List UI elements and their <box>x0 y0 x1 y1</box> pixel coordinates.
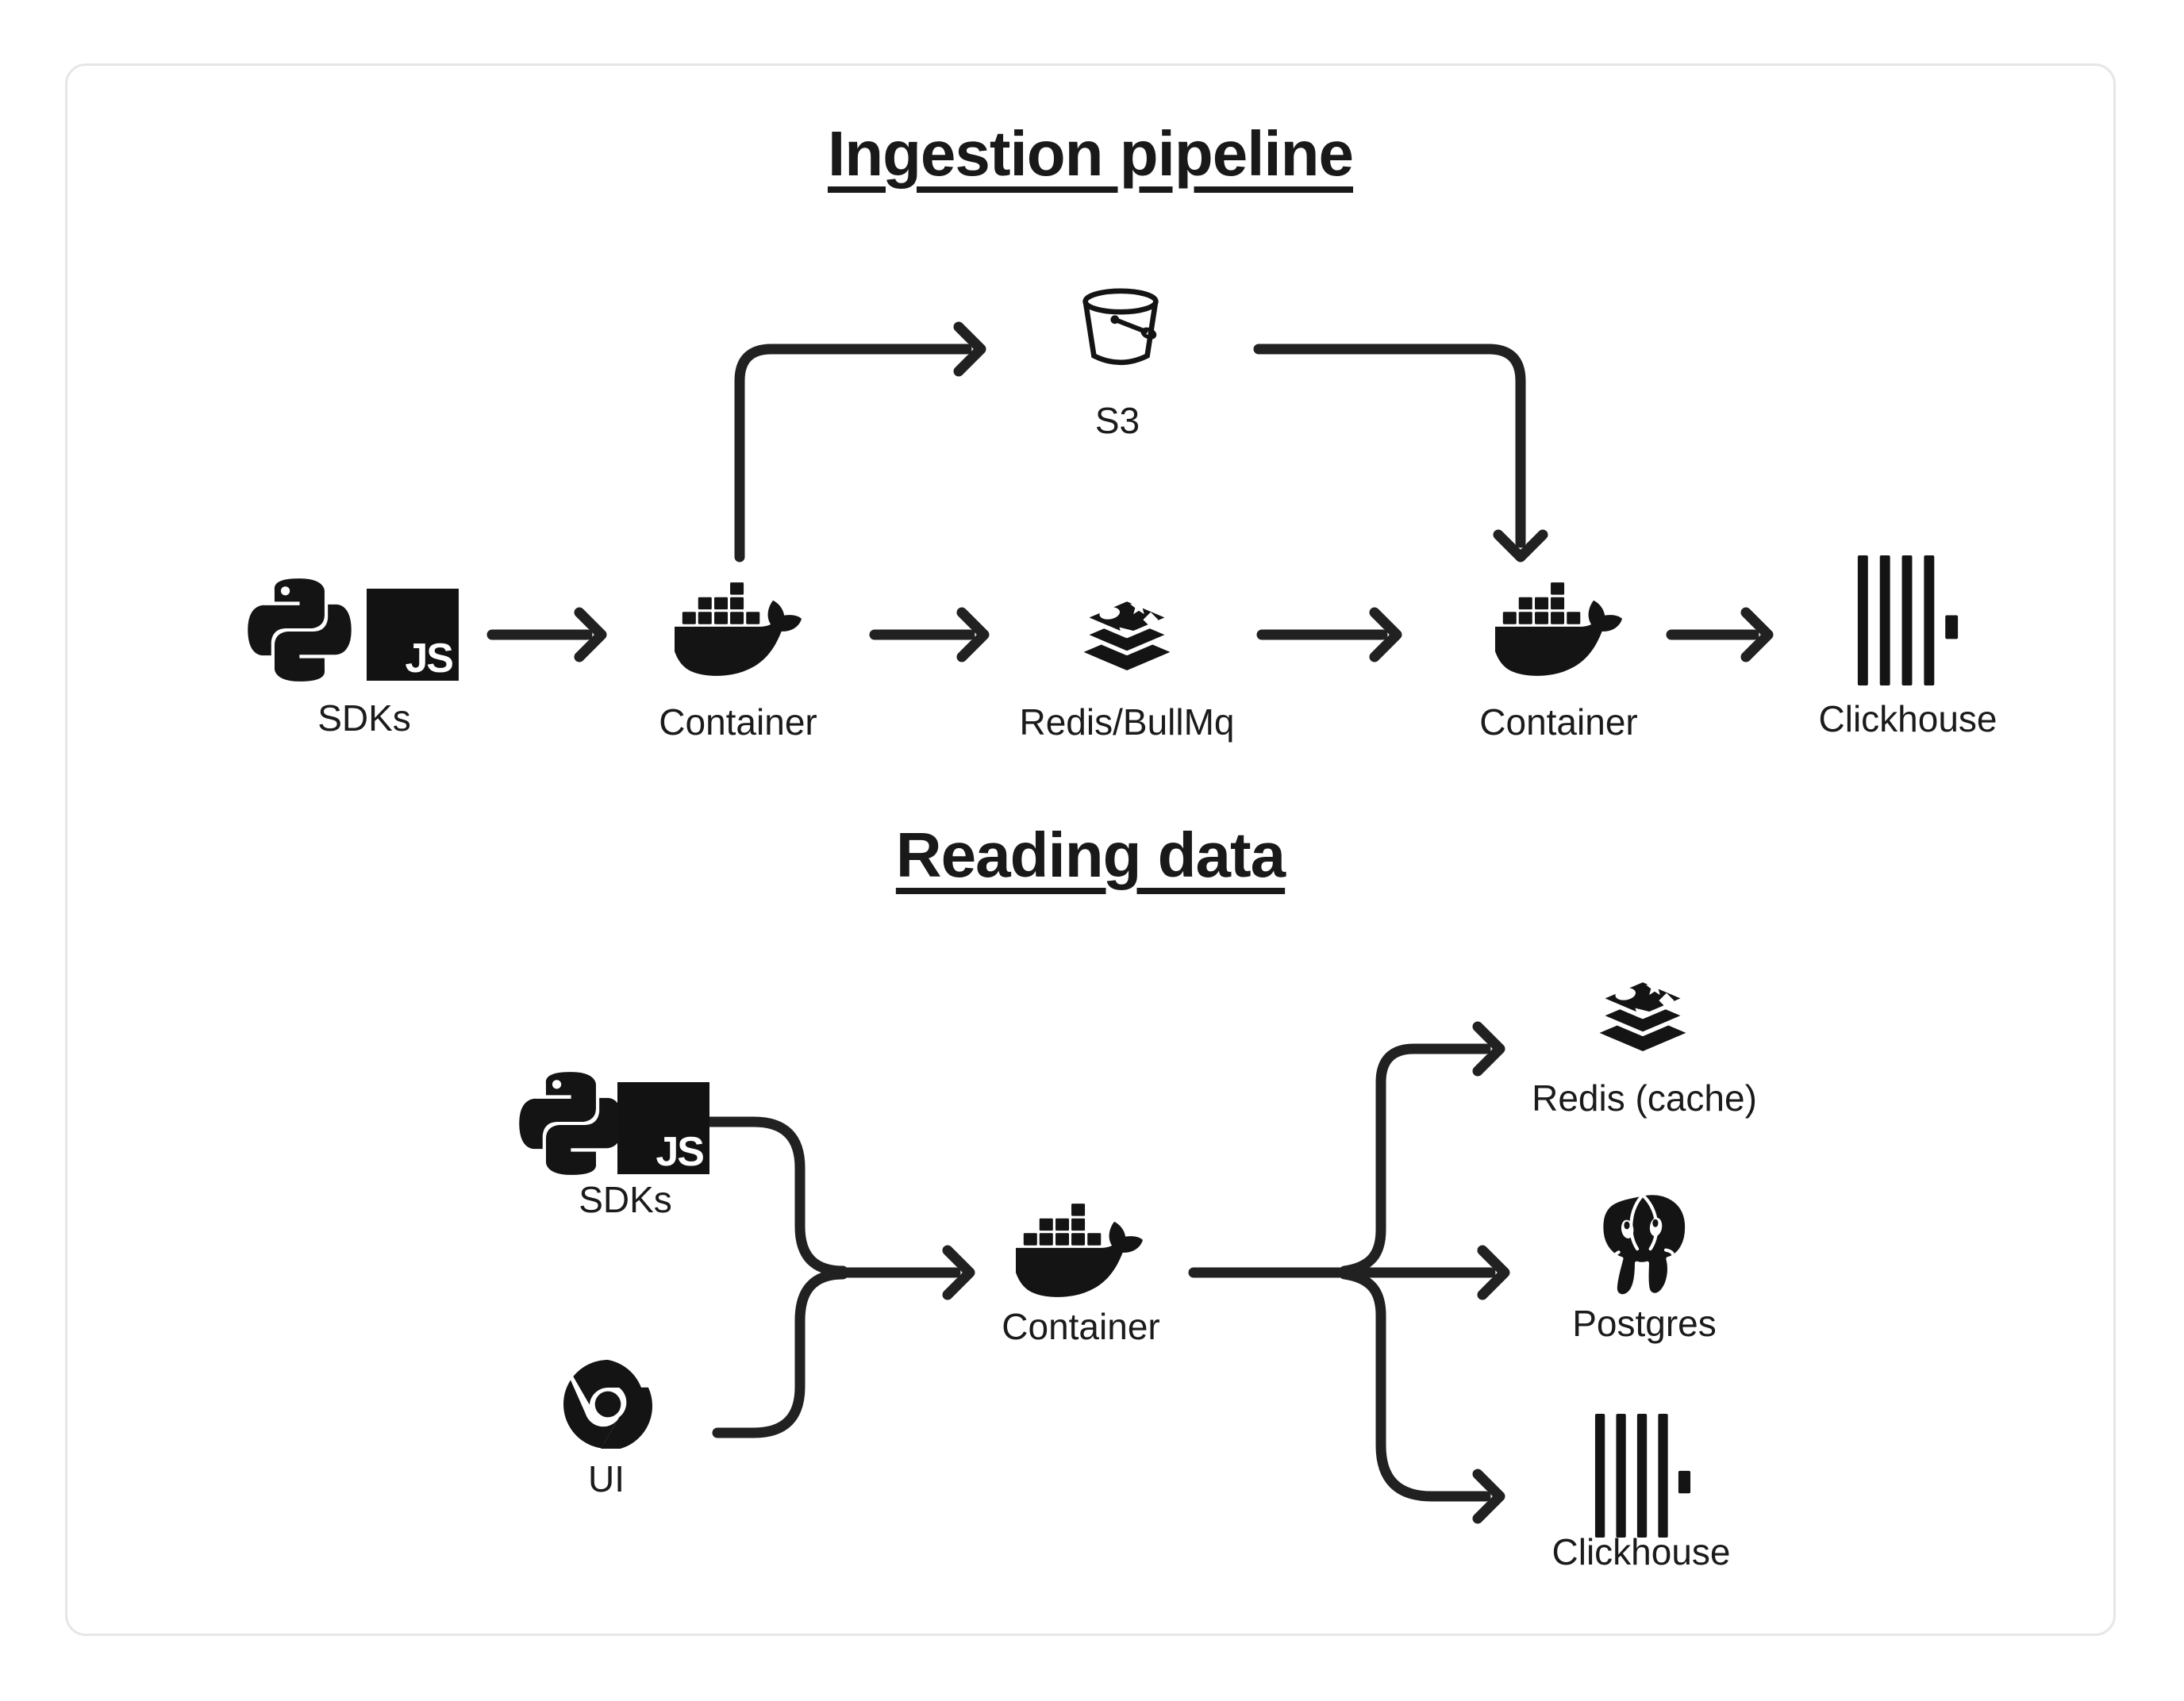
postgres-icon <box>1587 1185 1698 1306</box>
postgres-label: Postgres <box>1572 1303 1717 1344</box>
python-icon <box>248 578 352 682</box>
reading-section-title: Reading data <box>895 820 1286 890</box>
chrome-icon <box>563 1360 652 1449</box>
ui-label: UI <box>588 1458 625 1499</box>
clickhouse-label: Clickhouse <box>1818 698 1998 739</box>
javascript-icon: JS <box>367 589 459 681</box>
clickhouse-icon <box>1857 555 1959 685</box>
redis-bullmq-label: Redis/BullMq <box>1019 701 1235 743</box>
python-icon <box>519 1071 624 1176</box>
redis-icon <box>1073 571 1181 685</box>
clickhouse-label: Clickhouse <box>1551 1531 1731 1572</box>
s3-label: S3 <box>1094 400 1140 441</box>
sdks-label: SDKs <box>317 697 411 739</box>
docker-icon <box>1016 1196 1143 1304</box>
s3-bucket-icon <box>1073 279 1168 381</box>
docker-icon <box>1495 575 1622 683</box>
container-out-label: Container <box>1479 701 1638 743</box>
container-label: Container <box>1002 1306 1160 1347</box>
docker-icon <box>675 575 802 683</box>
javascript-icon: JS <box>617 1082 709 1174</box>
clickhouse-icon <box>1592 1414 1694 1538</box>
redis-icon <box>1589 952 1697 1066</box>
ingestion-section-title: Ingestion pipeline <box>827 118 1354 189</box>
container-in-label: Container <box>659 701 817 743</box>
redis-cache-label: Redis (cache) <box>1532 1077 1757 1119</box>
sdks-label: SDKs <box>579 1179 672 1220</box>
